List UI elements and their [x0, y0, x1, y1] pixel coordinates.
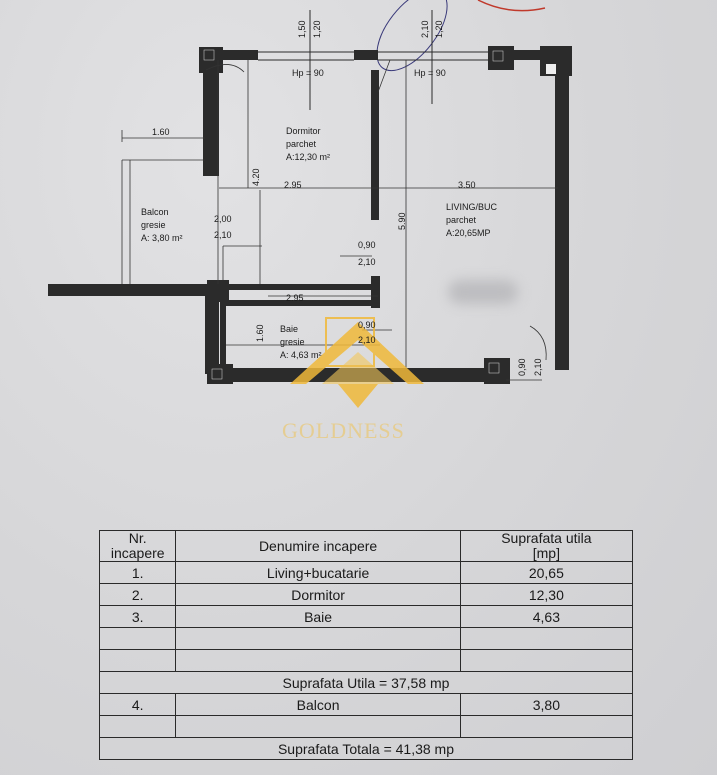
header-area-line1: Suprafata utila	[501, 530, 592, 546]
windows	[258, 10, 488, 110]
dim-door-baie-h: 2,10	[358, 335, 376, 345]
dim-living-width: 3.50	[458, 180, 476, 190]
table-row: 4. Balcon 3,80	[98, 693, 634, 716]
living-window-hp: Hp = 90	[414, 68, 446, 78]
dim-door-entry-h: 2,10	[533, 358, 543, 376]
header-area-line2: [mp]	[532, 545, 560, 561]
living-window-width: 2,10	[420, 20, 430, 38]
row-area: 4,63	[459, 605, 634, 628]
row-nr: 3.	[98, 605, 177, 628]
header-nr-line2: incapere	[110, 545, 165, 561]
header-nr-line1: Nr.	[128, 530, 147, 546]
row-name: Dormitor	[175, 583, 461, 606]
balcon-floor: gresie	[141, 220, 166, 230]
balcon-name: Balcon	[141, 207, 169, 217]
dormitor-window-width: 1,50	[297, 20, 307, 38]
row-name: Balcon	[175, 693, 461, 716]
living-floor: parchet	[446, 215, 477, 225]
row-area: 12,30	[459, 583, 634, 606]
dormitor-window-height: 1,20	[312, 20, 322, 38]
living-window-height: 1,20	[434, 20, 444, 38]
utila-total-row: Suprafata Utila = 37,58 mp	[99, 671, 633, 694]
dim-dormitor-width: 2.95	[284, 180, 302, 190]
pen-circle	[376, 0, 448, 72]
dormitor-area: A:12,30 m²	[286, 152, 331, 162]
pen-mark	[477, 0, 546, 12]
baie-floor: gresie	[280, 337, 305, 347]
baie-name: Baie	[280, 324, 299, 334]
dim-door-hall-w: 0,90	[358, 240, 376, 250]
table-row-empty	[98, 627, 634, 650]
dim-door-entry-w: 0,90	[517, 358, 527, 376]
watermark-logo	[290, 317, 424, 408]
row-nr: 2.	[98, 583, 177, 606]
floor-plan-drawing	[48, 0, 572, 408]
table-row-empty	[98, 715, 634, 738]
blurred-area	[448, 280, 518, 304]
dim-baie-height: 1.60	[255, 324, 265, 342]
dim-door-balcon-w: 2,00	[214, 214, 232, 224]
dim-hall-width: 2.95	[286, 293, 304, 303]
dim-door-baie-w: 0,90	[358, 320, 376, 330]
dim-dormitor-height: 4.20	[251, 168, 261, 186]
row-name: Living+bucatarie	[175, 561, 461, 584]
totala-total: Suprafata Totala = 41,38 mp	[99, 737, 633, 760]
table-row: 1. Living+bucatarie 20,65	[98, 561, 634, 584]
area-table: Nr. incapere Denumire incapere Suprafata…	[98, 530, 634, 760]
dim-living-height: 5.90	[397, 212, 407, 230]
dim-door-hall-h: 2,10	[358, 257, 376, 267]
baie-area: A: 4,63 m²	[280, 350, 322, 360]
dim-balcon-top: 1.60	[152, 127, 170, 137]
header-area: Suprafata utila [mp]	[459, 530, 634, 562]
header-nr: Nr. incapere	[98, 530, 177, 562]
totala-row: Suprafata Totala = 41,38 mp	[99, 737, 633, 760]
row-area: 3,80	[459, 693, 634, 716]
dim-door-balcon-h: 2,10	[214, 230, 232, 240]
utila-total: Suprafata Utila = 37,58 mp	[99, 671, 633, 694]
row-area: 20,65	[459, 561, 634, 584]
column-marks	[203, 49, 556, 380]
living-area: A:20,65MP	[446, 228, 491, 238]
table-row: 2. Dormitor 12,30	[98, 583, 634, 606]
balcon-area: A: 3,80 m²	[141, 233, 183, 243]
living-name: LIVING/BUC	[446, 202, 498, 212]
table-header-row: Nr. incapere Denumire incapere Suprafata…	[98, 530, 634, 562]
table-row-empty	[98, 649, 634, 672]
dormitor-floor: parchet	[286, 139, 317, 149]
watermark-text: GOLDNESS	[282, 418, 405, 443]
dormitor-name: Dormitor	[286, 126, 321, 136]
table-row: 3. Baie 4,63	[98, 605, 634, 628]
dormitor-window-hp: Hp = 90	[292, 68, 324, 78]
row-nr: 1.	[98, 561, 177, 584]
dimension-lines	[121, 59, 558, 381]
row-nr: 4.	[98, 693, 177, 716]
row-name: Baie	[175, 605, 461, 628]
header-name: Denumire incapere	[175, 530, 461, 562]
